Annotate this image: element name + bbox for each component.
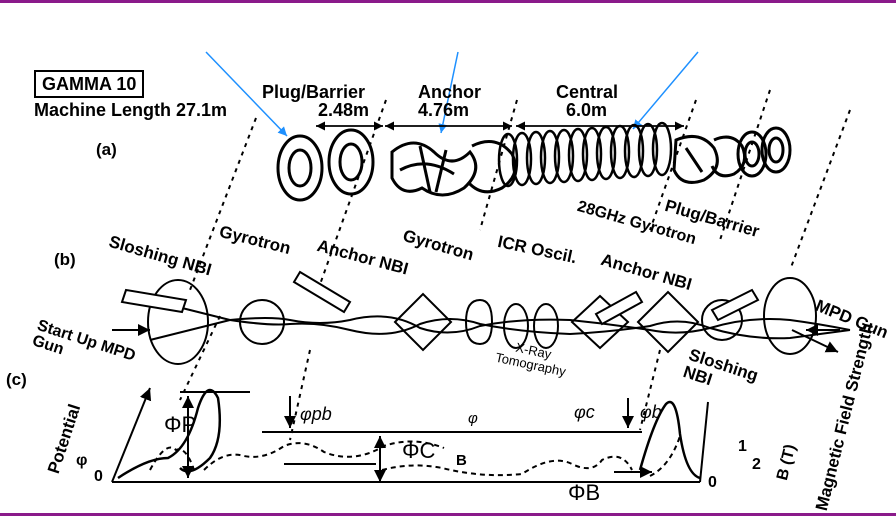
arrow-plug [205,51,288,137]
section-plug-barrier-label: Plug/Barrier [262,82,366,102]
panel-label-a: (a) [96,140,117,159]
phi-center-label: φ [468,410,478,427]
section-anchor-length: 4.76m [418,100,470,120]
phi-pb-label: φpb [300,404,332,424]
section-plug-barrier-length: 2.48m [318,100,370,120]
right-coil-assembly [672,126,792,184]
b-label: B [456,452,467,469]
section-central-length: 6.0m [566,100,608,120]
section-anchor-label: Anchor [418,82,481,102]
arrow-central [632,51,699,130]
phi-B-label: ΦB [568,480,601,505]
arrow-anchor [438,51,459,134]
top-border [0,0,896,3]
bottom-border [0,513,896,516]
coil-assembly [276,128,517,202]
panel-label-c: (c) [6,370,27,389]
section-central-label: Central [556,82,619,102]
plasma-column [147,277,851,365]
phi-c-label: φc [574,402,595,422]
phi-C-label: ΦC [402,438,436,463]
injection-beams [120,270,760,326]
phi-p-label: ΦP [164,412,197,437]
field-tick-0: 0 [708,474,717,491]
field-line-arrows [112,324,840,353]
zero-left-label: 0 [94,468,103,485]
blue-pointer-arrows [205,51,699,137]
phi-axis-label: φ [76,452,88,469]
potential-plot [111,387,709,483]
field-tick-2: 2 [752,456,761,473]
central-coils [497,121,673,188]
phi-b-label: φb [640,402,662,422]
machine-length: Machine Length 27.1m [34,100,228,120]
panel-label-b: (b) [54,250,76,269]
gamma10-title: GAMMA 10 [34,70,145,98]
field-tick-1: 1 [738,438,747,455]
